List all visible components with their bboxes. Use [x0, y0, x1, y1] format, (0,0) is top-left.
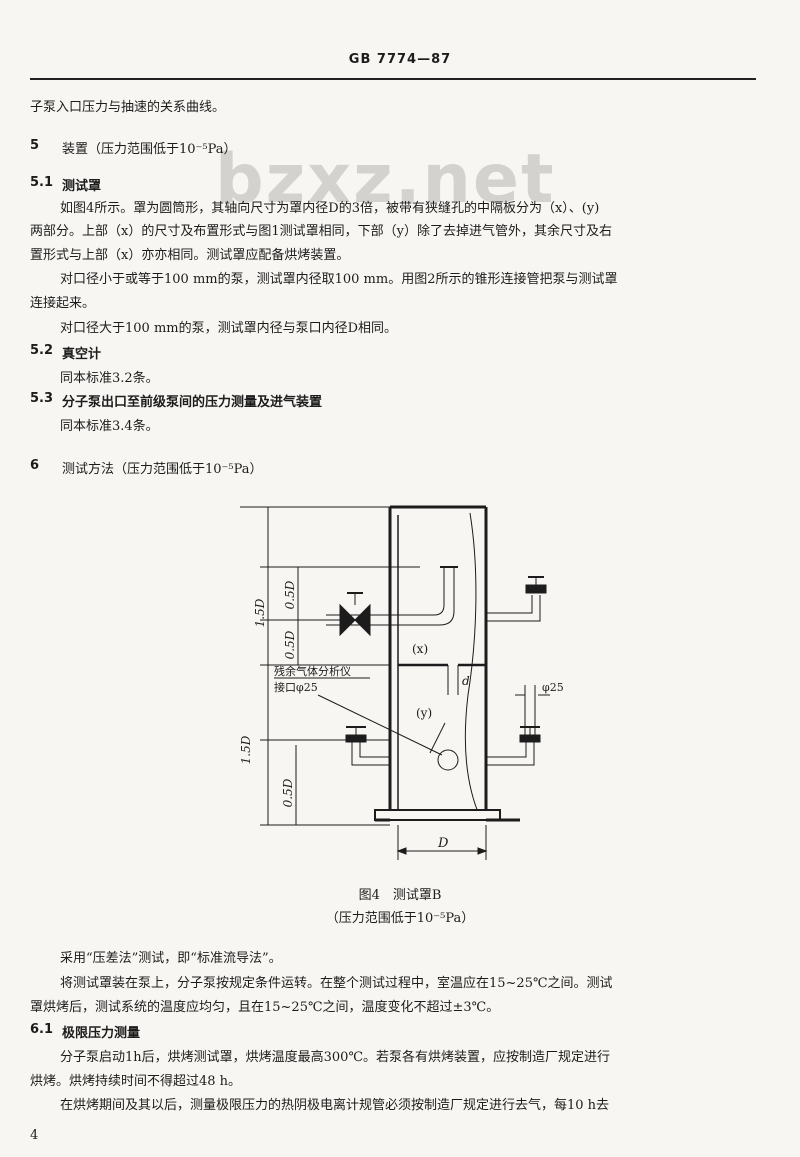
paragraph-line: 对口径小于或等于100 mm的泵，测试罩内径取100 mm。用图2所示的锥形连接…: [60, 272, 618, 287]
section-6-number: 6: [30, 458, 40, 473]
paragraph-line: 同本标准3.2条。: [60, 371, 159, 386]
section-6-1-number: 6.1: [30, 1022, 54, 1037]
section-5-number: 5: [30, 138, 40, 153]
standard-header: GB 7774—87: [348, 52, 452, 67]
gas-analyzer-label-line1: 残余气体分析仪: [274, 664, 351, 678]
paragraph-line: 如图4所示。罩为圆筒形，其轴向尺寸为罩内径D的3倍，被带有狭缝孔的中隔板分为（x…: [60, 201, 600, 216]
paragraph-line: 采用“压差法”测试，即“标准流导法”。: [60, 951, 282, 966]
region-label-y: (y): [416, 706, 432, 720]
header-rule: [30, 78, 756, 80]
diameter-label: φ25: [542, 681, 564, 694]
section-6-1-title: 极限压力测量: [62, 1026, 141, 1041]
paragraph-line: 两部分。上部（x）的尺寸及布置形式与图1测试罩相同，下部（y）除了去掉进气管外，…: [30, 224, 612, 239]
figure-caption-subtitle: （压力范围低于10⁻⁵Pa）: [325, 911, 475, 926]
section-5-2-number: 5.2: [30, 343, 54, 358]
paragraph-line: 对口径大于100 mm的泵，测试罩内径与泵口内径D相同。: [60, 321, 398, 336]
page-number: 4: [30, 1128, 39, 1143]
section-5-2-title: 真空计: [62, 347, 102, 362]
gas-analyzer-label-line2: 接口φ25: [274, 681, 318, 694]
paragraph-line: 烘烤。烘烤持续时间不得超过48 h。: [30, 1074, 242, 1089]
test-dome-figure: 1.5D 0.5D 0.5D 1.5D 0.5D (x) (y) d φ25 残…: [239, 505, 564, 860]
paragraph-line: 置形式与上部（x）亦亦相同。测试罩应配备烘烤装置。: [30, 248, 350, 263]
paragraph-line: 分子泵启动1h后，烘烤测试罩，烘烤温度最高300℃。若泵各有烘烤装置，应按制造厂…: [60, 1050, 610, 1065]
section-5-1-number: 5.1: [30, 175, 54, 190]
section-5-3-title: 分子泵出口至前级泵间的压力测量及进气装置: [62, 395, 323, 410]
figure-caption: 图4 测试罩B: [358, 888, 442, 903]
diameter-D-label: D: [437, 836, 449, 851]
paragraph-line: 同本标准3.4条。: [60, 419, 159, 434]
paragraph-line: 连接起来。: [30, 296, 96, 311]
paragraph-line: 罩烘烤后，测试系统的温度应均匀，且在15~25℃之间，温度变化不超过±3℃。: [30, 1000, 500, 1015]
watermark: bzxz.net: [215, 140, 556, 219]
paragraph-line: 在烘烤期间及其以后，测量极限压力的热阴极电离计规管必须按制造厂规定进行去气，每1…: [60, 1098, 610, 1113]
section-6-title: 测试方法（压力范围低于10⁻⁵Pa）: [62, 462, 263, 477]
dim-label-0-5d-upper: 0.5D: [283, 580, 297, 609]
dim-label-1-5d-bottom: 1.5D: [239, 735, 253, 764]
dim-label-0-5d-bottom: 0.5D: [281, 778, 295, 807]
dim-label-0-5d-mid: 0.5D: [283, 630, 297, 659]
dim-label-1-5d-top: 1.5D: [253, 598, 267, 627]
section-5-3-number: 5.3: [30, 391, 54, 406]
slot-width-label: d: [462, 674, 470, 688]
section-5-title: 装置（压力范围低于10⁻⁵Pa）: [62, 142, 237, 157]
paragraph-line: 将测试罩装在泵上，分子泵按规定条件运转。在整个测试过程中，室温应在15~25℃之…: [60, 976, 613, 991]
region-label-x: (x): [412, 642, 428, 656]
section-5-1-title: 测试罩: [62, 179, 102, 194]
intro-line: 子泵入口压力与抽速的关系曲线。: [30, 100, 226, 115]
